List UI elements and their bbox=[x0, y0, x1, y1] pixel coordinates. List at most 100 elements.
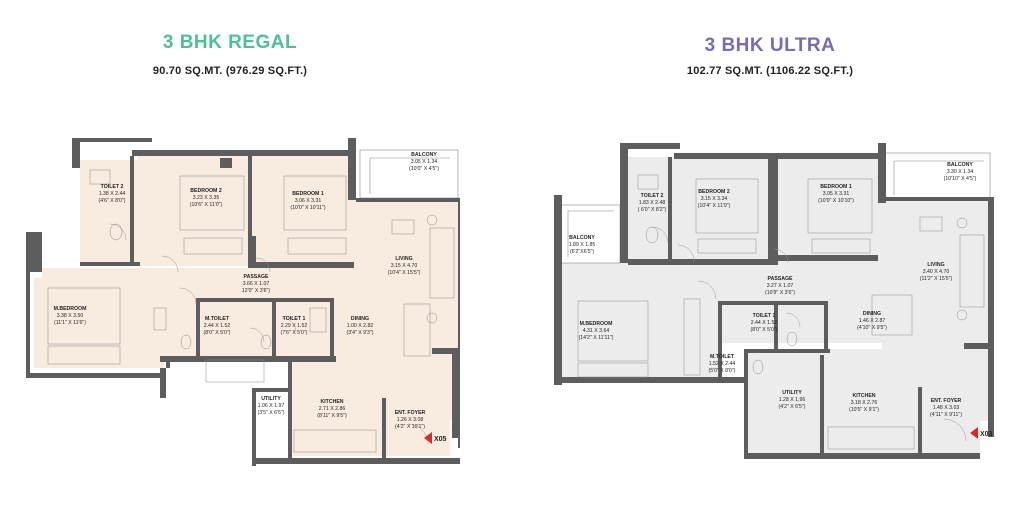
plan-area-regal: 90.70 SQ.MT. (976.29 SQ.FT.) bbox=[152, 65, 308, 77]
room-toilet2: TOILET 2 1.38 X 2.44 (4'6" X 8'0") bbox=[98, 184, 125, 204]
svg-text:(4'10" X 9'5"): (4'10" X 9'5") bbox=[857, 325, 887, 331]
svg-text:(6'2"X6'5"): (6'2"X6'5") bbox=[570, 249, 594, 255]
svg-text:1.52 X 2.44: 1.52 X 2.44 bbox=[709, 361, 736, 367]
entry-marker-arrow bbox=[970, 427, 978, 439]
svg-text:BEDROOM 2: BEDROOM 2 bbox=[190, 188, 222, 194]
svg-text:1.00 X 2.82: 1.00 X 2.82 bbox=[347, 323, 374, 329]
room-foyer: ENT. FOYER 1.48 X 3.03 (4'11" X 9'11") bbox=[930, 398, 962, 418]
svg-text:(8'11" X 9'5"): (8'11" X 9'5") bbox=[317, 413, 347, 419]
svg-text:1.83 X 2.48: 1.83 X 2.48 bbox=[639, 200, 666, 206]
svg-text:(3'5" X 6'5"): (3'5" X 6'5") bbox=[257, 410, 284, 416]
room-balcony: BALCONY 3.30 X 1.34 (10'10" X 4'5") bbox=[944, 162, 977, 182]
svg-text:3.05 X 1.34: 3.05 X 1.34 bbox=[411, 159, 438, 165]
svg-text:3.66 X 1.07: 3.66 X 1.07 bbox=[243, 281, 270, 287]
svg-text:2.44 X 1.52: 2.44 X 1.52 bbox=[751, 320, 778, 326]
room-mbedroom: M.BEDROOM 3.38 X 3.50 (11'1" X 11'6") bbox=[54, 306, 87, 326]
svg-text:(10'4" X 11'0"): (10'4" X 11'0") bbox=[698, 203, 731, 209]
svg-text:TOILET 1: TOILET 1 bbox=[283, 316, 306, 322]
svg-text:M.TOILET: M.TOILET bbox=[710, 354, 735, 360]
svg-text:1.28 X 1.96: 1.28 X 1.96 bbox=[779, 397, 806, 403]
svg-text:(10'5" X 9'1"): (10'5" X 9'1") bbox=[849, 407, 879, 413]
room-kitchen: KITCHEN 3.18 X 2.76 (10'5" X 9'1") bbox=[849, 393, 879, 413]
room-passage: PASSAGE 3.66 X 1.07 12'0" X 3'6") bbox=[242, 274, 270, 294]
svg-text:3.18 X 2.76: 3.18 X 2.76 bbox=[851, 400, 878, 406]
svg-text:M.BEDROOM: M.BEDROOM bbox=[580, 321, 613, 327]
svg-text:TOILET 2: TOILET 2 bbox=[101, 184, 124, 190]
room-toilet1: TOILET 1 2.44 X 1.52 (8'0" X 5'0") bbox=[750, 313, 777, 333]
svg-text:(5'0" X 8'0"): (5'0" X 8'0") bbox=[708, 368, 735, 374]
svg-text:KITCHEN: KITCHEN bbox=[852, 393, 875, 399]
svg-text:3.15 X 3.34: 3.15 X 3.34 bbox=[701, 196, 728, 202]
svg-text:LIVING: LIVING bbox=[395, 256, 412, 262]
svg-text:(7'6" X 5'0"): (7'6" X 5'0") bbox=[280, 330, 307, 336]
svg-text:BALCONY: BALCONY bbox=[947, 162, 973, 168]
room-toilet2: TOILET 2 1.83 X 2.48 ( 6'0" X 8'2") bbox=[638, 193, 667, 213]
svg-text:LIVING: LIVING bbox=[927, 262, 944, 268]
room-living: LIVING 3.40 X 4.70 (11'2" X 15'5") bbox=[920, 262, 953, 282]
svg-text:(10'6" X 11'0"): (10'6" X 11'0") bbox=[190, 202, 223, 208]
room-mtoilet: M.TOILET 2.44 X 1.52 (8'0" X 5'0") bbox=[203, 316, 230, 336]
room-bedroom2: BEDROOM 2 3.23 X 3.35 (10'6" X 11'0") bbox=[190, 188, 223, 208]
svg-text:4.31 X 3.64: 4.31 X 3.64 bbox=[583, 328, 610, 334]
room-utility: UTILITY 1.06 X 1.97 (3'5" X 6'5") bbox=[257, 396, 284, 416]
svg-text:KITCHEN: KITCHEN bbox=[320, 399, 343, 405]
svg-text:(4'6" X 8'0"): (4'6" X 8'0") bbox=[98, 198, 125, 204]
svg-text:3.15 X 4.70: 3.15 X 4.70 bbox=[391, 263, 418, 269]
room-living: LIVING 3.15 X 4.70 (10'4" X 15'5") bbox=[388, 256, 421, 276]
walls bbox=[26, 138, 460, 466]
entry-marker-arrow bbox=[424, 432, 432, 444]
room-passage: PASSAGE 3.27 X 1.07 (10'9" X 3'6") bbox=[765, 276, 795, 296]
balcony-outline bbox=[359, 149, 459, 199]
room-foyer: ENT. FOYER 1.26 X 3.08 (4'2" X 10'1") bbox=[395, 410, 426, 430]
svg-text:(10'0" X 10'10"): (10'0" X 10'10") bbox=[818, 198, 854, 204]
svg-text:ENT. FOYER: ENT. FOYER bbox=[395, 410, 426, 416]
entry-marker-label: X05 bbox=[434, 436, 447, 443]
plan-area-ultra: 102.77 SQ.MT. (1106.22 SQ.FT.) bbox=[686, 65, 854, 77]
plan-title-regal: 3 BHK REGAL bbox=[162, 32, 298, 53]
svg-text:BALCONY: BALCONY bbox=[411, 152, 437, 158]
room-mbedroom: M.BEDROOM 4.31 X 3.64 (14'2" X 11'11") bbox=[579, 321, 614, 341]
room-bedroom2: BEDROOM 2 3.15 X 3.34 (10'4" X 11'0") bbox=[698, 189, 731, 209]
svg-text:(8'0" X 5'0"): (8'0" X 5'0") bbox=[203, 330, 230, 336]
svg-text:UTILITY: UTILITY bbox=[261, 396, 281, 402]
svg-text:12'0" X 3'6"): 12'0" X 3'6") bbox=[242, 288, 270, 294]
svg-text:PASSAGE: PASSAGE bbox=[768, 276, 794, 282]
room-balcony: BALCONY 3.05 X 1.34 (10'0" X 4'5") bbox=[409, 152, 439, 172]
svg-text:(8'0" X 5'0"): (8'0" X 5'0") bbox=[750, 327, 777, 333]
furniture bbox=[577, 174, 985, 450]
room-bedroom1: BEDROOM 1 3.05 X 3.31 (10'0" X 10'10") bbox=[818, 184, 854, 204]
floorplan-ultra: X03 TOILET 2 1.83 X 2.48 ( 6'0" X 8'2") … bbox=[554, 143, 994, 459]
svg-text:3.40 X 4.70: 3.40 X 4.70 bbox=[923, 269, 950, 275]
door-swings bbox=[109, 223, 429, 445]
svg-text:TOILET 2: TOILET 2 bbox=[641, 193, 664, 199]
balcony-outline bbox=[559, 152, 991, 264]
svg-text:3.23 X 3.35: 3.23 X 3.35 bbox=[193, 195, 220, 201]
svg-text:3.30 X 1.34: 3.30 X 1.34 bbox=[947, 169, 974, 175]
svg-text:1.89 X 1.85: 1.89 X 1.85 bbox=[569, 242, 596, 248]
svg-text:(10'0" X 10'11"): (10'0" X 10'11") bbox=[290, 205, 326, 211]
svg-text:2.44 X 1.52: 2.44 X 1.52 bbox=[204, 323, 231, 329]
floor-area bbox=[34, 156, 460, 456]
svg-text:BEDROOM 1: BEDROOM 1 bbox=[820, 184, 852, 190]
room-kitchen: KITCHEN 2.71 X 2.86 (8'11" X 9'5") bbox=[317, 399, 347, 419]
svg-text:BALCONY: BALCONY bbox=[569, 235, 595, 241]
svg-text:M.TOILET: M.TOILET bbox=[205, 316, 230, 322]
svg-text:(10'10" X 4'5"): (10'10" X 4'5") bbox=[944, 176, 977, 182]
svg-text:(4'2" X 6'5"): (4'2" X 6'5") bbox=[778, 404, 805, 410]
walls bbox=[554, 143, 994, 459]
svg-text:(4'2" X 10'1"): (4'2" X 10'1") bbox=[395, 424, 425, 430]
svg-text:PASSAGE: PASSAGE bbox=[244, 274, 270, 280]
plan-title-ultra: 3 BHK ULTRA bbox=[704, 35, 836, 56]
svg-text:DINING: DINING bbox=[351, 316, 369, 322]
svg-text:( 6'0" X 8'2"): ( 6'0" X 8'2") bbox=[638, 207, 667, 213]
svg-text:BEDROOM 1: BEDROOM 1 bbox=[292, 191, 324, 197]
svg-text:(3'4" X 9'3"): (3'4" X 9'3") bbox=[346, 330, 373, 336]
svg-text:3.05 X 3.31: 3.05 X 3.31 bbox=[823, 191, 850, 197]
room-mtoilet: M.TOILET 1.52 X 2.44 (5'0" X 8'0") bbox=[708, 354, 735, 374]
room-dining: DINING 1.46 X 2.87 (4'10" X 9'5") bbox=[857, 311, 887, 331]
room-balcony-2: BALCONY 1.89 X 1.85 (6'2"X6'5") bbox=[569, 235, 596, 255]
svg-text:(11'1" X 11'6"): (11'1" X 11'6") bbox=[54, 320, 86, 326]
svg-text:ENT. FOYER: ENT. FOYER bbox=[931, 398, 962, 404]
svg-text:UTILITY: UTILITY bbox=[782, 390, 802, 396]
svg-text:(10'0" X 4'5"): (10'0" X 4'5") bbox=[409, 166, 439, 172]
